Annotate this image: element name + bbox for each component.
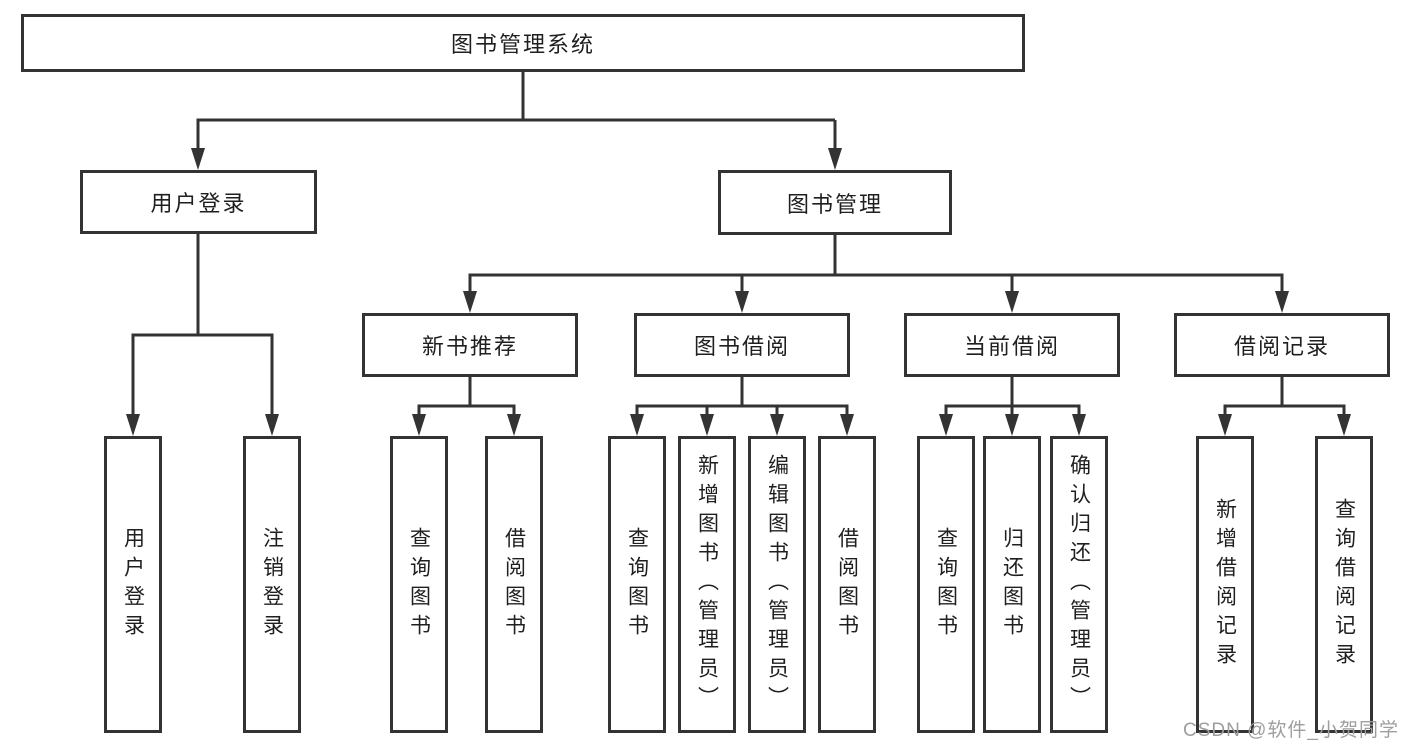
arrowhead [412,414,426,436]
node-book-management: 图书管理 [718,170,952,235]
arrowhead [840,414,854,436]
node-add-borrow-record-label: 新增借阅记录 [1213,497,1237,672]
arrowhead [507,414,521,436]
node-query-books-borrow: 查询图书 [608,436,666,733]
node-edit-book-admin: 编辑图书（管理员） [748,436,806,733]
node-return-book: 归还图书 [983,436,1041,733]
node-edit-book-admin-label: 编辑图书（管理员） [765,454,789,715]
connector-records-to-leaves [1223,377,1346,416]
node-new-book-recommend: 新书推荐 [362,313,578,377]
node-borrow-books-recommend: 借阅图书 [485,436,543,733]
arrowhead [700,414,714,436]
node-book-management-label: 图书管理 [786,191,883,217]
arrowhead [939,414,953,436]
node-borrow-books-leaf-label: 借阅图书 [835,526,859,643]
arrowhead [770,414,784,436]
node-add-borrow-record: 新增借阅记录 [1196,436,1254,733]
connector-root-to-modules [196,72,837,150]
node-query-books-current-label: 查询图书 [934,526,958,643]
node-book-borrow: 图书借阅 [634,313,850,377]
node-query-books-recommend: 查询图书 [390,436,448,733]
node-borrow-records-label: 借阅记录 [1233,334,1330,359]
arrowhead [126,414,140,436]
arrowhead [1072,414,1086,436]
node-logout-leaf: 注销登录 [243,436,301,733]
node-user-login-module-label: 用户登录 [150,191,247,216]
node-borrow-books-recommend-label: 借阅图书 [502,526,526,643]
arrowhead [828,148,842,170]
csdn-watermark: CSDN @软件_小贺同学 [1183,720,1399,741]
node-add-book-admin: 新增图书（管理员） [678,436,736,733]
node-query-books-current: 查询图书 [917,436,975,733]
node-root-label: 图书管理系统 [450,32,595,57]
node-user-login-leaf: 用户登录 [104,436,162,733]
node-borrow-records: 借阅记录 [1174,313,1390,377]
arrowhead [630,414,644,436]
arrowhead [191,148,205,170]
node-query-borrow-record: 查询借阅记录 [1315,436,1373,733]
connector-arrowheads [126,148,1351,436]
arrowhead [1218,414,1232,436]
arrowhead [1005,291,1019,313]
node-user-login-leaf-label: 用户登录 [121,526,145,643]
arrowhead [1337,414,1351,436]
node-new-book-recommend-label: 新书推荐 [421,334,518,359]
connector-paths [131,72,1346,416]
node-root: 图书管理系统 [21,14,1025,72]
arrowhead [735,291,749,313]
node-add-book-admin-label: 新增图书（管理员） [695,454,719,715]
connector-book-mgmt-to-sections [468,235,1284,293]
node-return-book-label: 归还图书 [1000,526,1024,643]
connector-recommend-to-leaves [417,377,516,416]
node-logout-leaf-label: 注销登录 [260,526,284,643]
node-current-borrow-label: 当前借阅 [963,334,1060,359]
node-confirm-return-admin: 确认归还（管理员） [1050,436,1108,733]
node-query-borrow-record-label: 查询借阅记录 [1332,497,1356,672]
node-query-books-recommend-label: 查询图书 [407,526,431,643]
arrowhead [1275,291,1289,313]
node-query-books-borrow-label: 查询图书 [625,526,649,643]
connector-borrow-to-leaves [635,377,849,416]
arrowhead [463,291,477,313]
node-user-login-module: 用户登录 [80,170,317,234]
arrowhead [265,414,279,436]
node-borrow-books-leaf: 借阅图书 [818,436,876,733]
connector-current-to-leaves [944,377,1081,416]
node-current-borrow: 当前借阅 [904,313,1120,377]
connector-user-login-to-leaves [131,234,274,416]
node-book-borrow-label: 图书借阅 [693,334,790,359]
arrowhead [1005,414,1019,436]
node-confirm-return-admin-label: 确认归还（管理员） [1067,454,1091,715]
